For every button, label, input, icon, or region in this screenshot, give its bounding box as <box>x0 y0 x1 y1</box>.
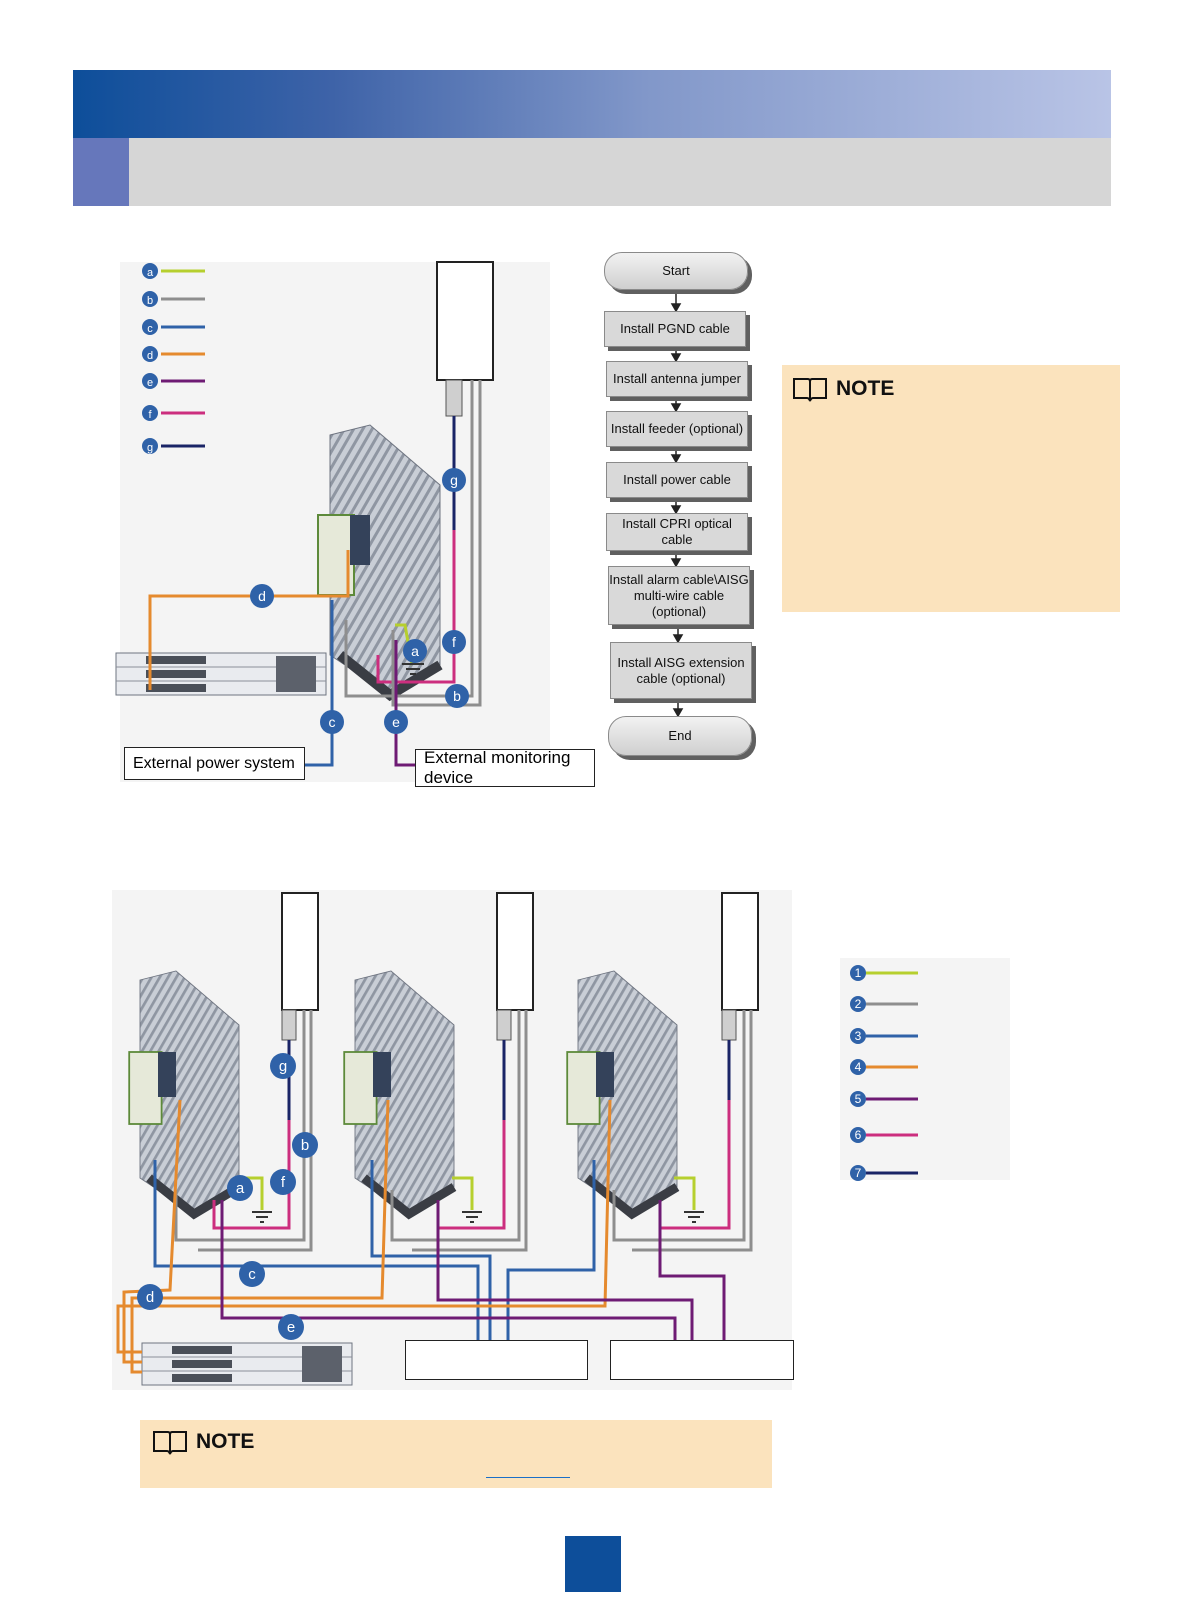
callouts-top: a b c d e f g g d f a b c e <box>142 263 469 734</box>
callout-d-bottom: d <box>146 1289 154 1306</box>
legend-letter-e: e <box>147 377 153 389</box>
flow-step-alarm-cable: Install alarm cable\AISG multi-wire cabl… <box>608 566 750 625</box>
external-power-system-label: External power system <box>124 747 305 780</box>
hyperlink-underline[interactable] <box>486 1477 570 1478</box>
legend-bottom <box>866 971 918 1175</box>
flow-arrows <box>670 290 684 718</box>
bbu-top <box>115 652 327 696</box>
flow-step-pgnd: Install PGND cable <box>604 311 746 347</box>
flow-step-power-cable: Install power cable <box>606 462 748 498</box>
callout-c-top: c <box>329 714 336 730</box>
legend-letter-a: a <box>147 267 154 279</box>
legend-number-7: 7 <box>855 1166 862 1180</box>
callout-g-bottom: g <box>279 1058 287 1075</box>
cables-bottom <box>116 1010 753 1374</box>
flow-step-antenna-jumper: Install antenna jumper <box>606 361 748 397</box>
section-marker <box>73 138 129 206</box>
legend-top <box>161 269 205 448</box>
cables-top <box>148 380 482 767</box>
legend-number-5: 5 <box>855 1092 862 1106</box>
bbu-bottom <box>141 1342 353 1386</box>
legend-letter-d: d <box>147 350 153 362</box>
legend-number-2: 2 <box>855 997 862 1011</box>
legend-letter-g: g <box>147 442 153 454</box>
callout-a-top: a <box>411 643 419 659</box>
flow-step-cpri: Install CPRI optical cable <box>606 513 748 551</box>
callout-f-bottom: f <box>281 1174 286 1191</box>
flow-end: End <box>608 716 752 756</box>
callout-g-top: g <box>450 472 458 488</box>
external-monitoring-box <box>610 1340 794 1380</box>
callout-c-bottom: c <box>248 1266 256 1283</box>
legend-number-4: 4 <box>855 1060 862 1074</box>
legend-letter-b: b <box>147 295 153 307</box>
callout-b-top: b <box>453 688 461 704</box>
legend-letter-f: f <box>148 409 152 421</box>
legend-letter-c: c <box>147 323 153 335</box>
legend-number-1: 1 <box>855 966 862 980</box>
book-icon <box>153 1431 187 1455</box>
callout-e-top: e <box>392 714 400 730</box>
flow-start: Start <box>604 252 748 290</box>
note-top-title: NOTE <box>836 377 895 400</box>
flow-step-feeder: Install feeder (optional) <box>606 411 748 447</box>
antennas-bottom <box>281 892 759 1041</box>
legend-bottom-numbers: 1 2 3 4 5 6 7 <box>850 965 866 1181</box>
legend-number-6: 6 <box>855 1128 862 1142</box>
page-number-box <box>565 1536 621 1592</box>
antenna-connector-top <box>445 379 463 417</box>
external-monitoring-device-label: External monitoring device <box>415 748 595 787</box>
book-icon <box>793 378 827 402</box>
note-top: NOTE <box>782 365 1120 612</box>
callouts-bottom: g b a f c d e <box>137 1053 318 1340</box>
callout-e-bottom: e <box>287 1319 295 1336</box>
legend-number-3: 3 <box>855 1029 862 1043</box>
section-band <box>129 138 1111 206</box>
header-band <box>73 70 1111 138</box>
flow-step-aisg-extension: Install AISG extension cable (optional) <box>610 642 752 699</box>
note-bottom-title: NOTE <box>196 1430 255 1453</box>
callout-f-top: f <box>452 634 456 650</box>
external-power-box <box>405 1340 588 1380</box>
antenna-top <box>436 261 494 381</box>
note-bottom: NOTE <box>140 1420 772 1488</box>
callout-b-bottom: b <box>301 1137 309 1154</box>
callout-a-bottom: a <box>236 1180 245 1197</box>
callout-d-top: d <box>258 588 266 604</box>
legend-bottom-bg <box>840 958 1010 1180</box>
